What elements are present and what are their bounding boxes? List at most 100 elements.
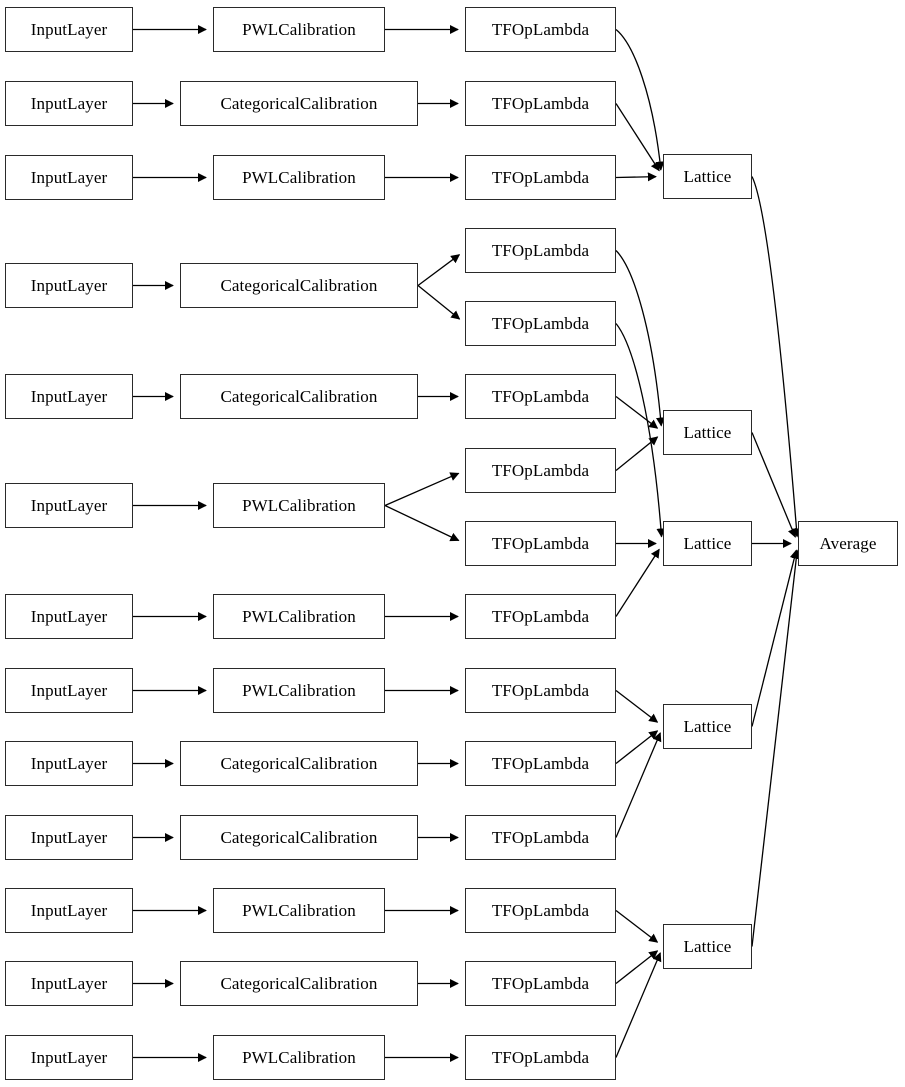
node-input-in4[interactable]: InputLayer xyxy=(5,263,133,308)
node-op-op7[interactable]: TFOpLambda xyxy=(465,448,616,493)
edge-op9-to-lat3 xyxy=(615,548,660,617)
node-label: CategoricalCalibration xyxy=(220,828,378,847)
node-op-op11[interactable]: TFOpLambda xyxy=(465,741,616,786)
node-cat-cal10[interactable]: CategoricalCalibration xyxy=(180,815,418,860)
node-label: InputLayer xyxy=(30,901,108,920)
node-op-op4[interactable]: TFOpLambda xyxy=(465,228,616,273)
node-label: PWLCalibration xyxy=(242,607,356,626)
edge-op13-to-lat5 xyxy=(615,909,659,943)
node-input-in6[interactable]: InputLayer xyxy=(5,483,133,528)
node-op-op5[interactable]: TFOpLambda xyxy=(465,301,616,346)
edge-op7-to-lat2 xyxy=(615,436,659,472)
node-lattice-lat2[interactable]: Lattice xyxy=(663,410,752,455)
node-lattice-lat1[interactable]: Lattice xyxy=(663,154,752,199)
node-label: TFOpLambda xyxy=(491,1048,590,1067)
node-op-op10[interactable]: TFOpLambda xyxy=(465,668,616,713)
node-input-in7[interactable]: InputLayer xyxy=(5,594,133,639)
node-label: TFOpLambda xyxy=(491,607,590,626)
node-label: Lattice xyxy=(683,167,732,186)
node-pwl-cal8[interactable]: PWLCalibration xyxy=(213,668,385,713)
node-op-op8[interactable]: TFOpLambda xyxy=(465,521,616,566)
node-label: TFOpLambda xyxy=(491,754,590,773)
node-label: TFOpLambda xyxy=(491,681,590,700)
node-cat-cal5[interactable]: CategoricalCalibration xyxy=(180,374,418,419)
node-pwl-cal1[interactable]: PWLCalibration xyxy=(213,7,385,52)
edge-op15-to-lat5 xyxy=(615,952,662,1058)
node-op-op6[interactable]: TFOpLambda xyxy=(465,374,616,419)
node-input-in9[interactable]: InputLayer xyxy=(5,741,133,786)
edge-lat4-to-avg xyxy=(751,549,799,727)
edge-cal6-to-op7 xyxy=(384,472,460,507)
edge-cal4-to-op4 xyxy=(417,254,461,287)
edge-cal4-to-op5 xyxy=(417,284,461,320)
node-pwl-cal11[interactable]: PWLCalibration xyxy=(213,888,385,933)
node-op-op9[interactable]: TFOpLambda xyxy=(465,594,616,639)
node-label: TFOpLambda xyxy=(491,901,590,920)
node-label: TFOpLambda xyxy=(491,168,590,187)
node-label: PWLCalibration xyxy=(242,496,356,515)
node-label: InputLayer xyxy=(30,94,108,113)
node-label: InputLayer xyxy=(30,1048,108,1067)
node-label: TFOpLambda xyxy=(491,241,590,260)
node-label: TFOpLambda xyxy=(491,534,590,553)
node-label: InputLayer xyxy=(30,276,108,295)
node-input-in10[interactable]: InputLayer xyxy=(5,815,133,860)
node-label: InputLayer xyxy=(30,974,108,993)
edge-op10-to-lat4 xyxy=(615,689,659,723)
node-label: Average xyxy=(819,534,877,553)
node-pwl-cal3[interactable]: PWLCalibration xyxy=(213,155,385,200)
node-label: CategoricalCalibration xyxy=(220,387,378,406)
node-input-in13[interactable]: InputLayer xyxy=(5,1035,133,1080)
node-input-in5[interactable]: InputLayer xyxy=(5,374,133,419)
node-cat-cal2[interactable]: CategoricalCalibration xyxy=(180,81,418,126)
node-label: Lattice xyxy=(683,937,732,956)
node-label: Lattice xyxy=(683,717,732,736)
node-op-op13[interactable]: TFOpLambda xyxy=(465,888,616,933)
node-label: Lattice xyxy=(683,423,732,442)
node-average-avg[interactable]: Average xyxy=(798,521,898,566)
edge-lat1-to-avg xyxy=(751,176,802,538)
edge-op1-to-lat1 xyxy=(615,28,665,171)
node-label: InputLayer xyxy=(30,387,108,406)
node-input-in12[interactable]: InputLayer xyxy=(5,961,133,1006)
node-label: CategoricalCalibration xyxy=(220,754,378,773)
node-pwl-cal13[interactable]: PWLCalibration xyxy=(213,1035,385,1080)
node-input-in2[interactable]: InputLayer xyxy=(5,81,133,126)
node-op-op1[interactable]: TFOpLambda xyxy=(465,7,616,52)
node-pwl-cal6[interactable]: PWLCalibration xyxy=(213,483,385,528)
node-label: InputLayer xyxy=(30,168,108,187)
node-lattice-lat4[interactable]: Lattice xyxy=(663,704,752,749)
node-cat-cal9[interactable]: CategoricalCalibration xyxy=(180,741,418,786)
edge-lat5-to-avg xyxy=(751,549,801,947)
node-input-in1[interactable]: InputLayer xyxy=(5,7,133,52)
edge-op4-to-lat2 xyxy=(615,250,666,427)
node-lattice-lat5[interactable]: Lattice xyxy=(663,924,752,969)
node-op-op2[interactable]: TFOpLambda xyxy=(465,81,616,126)
node-label: CategoricalCalibration xyxy=(220,94,378,113)
edge-cal6-to-op8 xyxy=(384,504,460,542)
node-label: InputLayer xyxy=(30,607,108,626)
node-cat-cal4[interactable]: CategoricalCalibration xyxy=(180,263,418,308)
node-input-in11[interactable]: InputLayer xyxy=(5,888,133,933)
node-lattice-lat3[interactable]: Lattice xyxy=(663,521,752,566)
node-label: InputLayer xyxy=(30,754,108,773)
node-op-op14[interactable]: TFOpLambda xyxy=(465,961,616,1006)
node-op-op15[interactable]: TFOpLambda xyxy=(465,1035,616,1080)
node-op-op3[interactable]: TFOpLambda xyxy=(465,155,616,200)
node-label: TFOpLambda xyxy=(491,314,590,333)
node-input-in8[interactable]: InputLayer xyxy=(5,668,133,713)
node-input-in3[interactable]: InputLayer xyxy=(5,155,133,200)
node-label: TFOpLambda xyxy=(491,974,590,993)
edge-op12-to-lat4 xyxy=(615,732,662,838)
node-label: TFOpLambda xyxy=(491,20,590,39)
node-label: PWLCalibration xyxy=(242,901,356,920)
node-label: TFOpLambda xyxy=(491,828,590,847)
node-label: Lattice xyxy=(683,534,732,553)
node-pwl-cal7[interactable]: PWLCalibration xyxy=(213,594,385,639)
edge-op5-to-lat3 xyxy=(615,323,666,538)
edge-lat2-to-avg xyxy=(751,432,797,538)
node-cat-cal12[interactable]: CategoricalCalibration xyxy=(180,961,418,1006)
node-op-op12[interactable]: TFOpLambda xyxy=(465,815,616,860)
